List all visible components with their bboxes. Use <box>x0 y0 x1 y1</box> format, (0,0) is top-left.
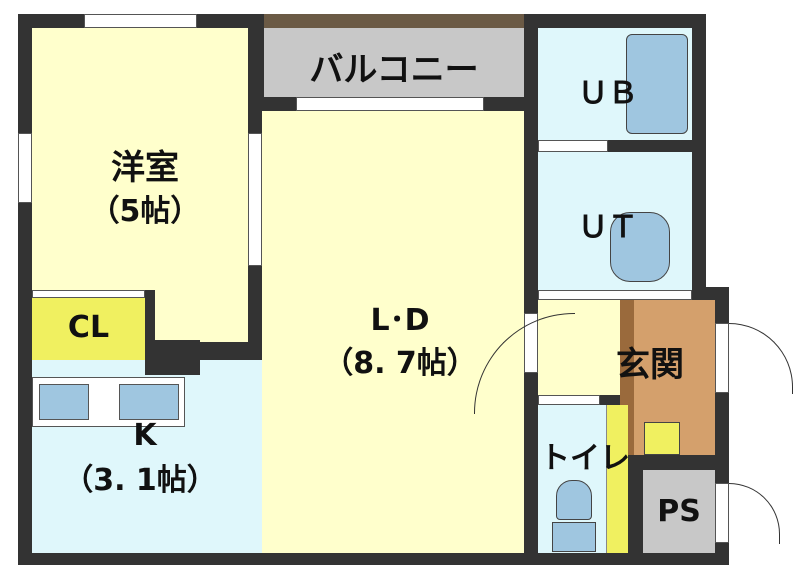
toilet-cabinet <box>606 405 628 553</box>
balcony-window[interactable] <box>296 97 484 111</box>
pipe-space-label: PS <box>657 494 701 529</box>
kitchen-size: （3. 1帖） <box>63 463 217 498</box>
unit-bath-label: ＵＢ <box>578 76 638 111</box>
kitchen-counter <box>32 377 185 427</box>
western-room-label: 洋室 <box>111 148 179 188</box>
entrance-label: 玄関 <box>616 345 684 385</box>
sink-icon <box>119 384 179 420</box>
living-dining-size: （8. 7帖） <box>323 346 477 381</box>
living-dining-label: L･D <box>370 303 430 338</box>
window <box>84 14 197 28</box>
ps-door-swing <box>729 483 780 544</box>
western-room-lower <box>155 280 248 342</box>
closet-door[interactable] <box>32 290 145 298</box>
unit-bath: ＵＢ <box>538 28 692 140</box>
bathtub-icon <box>626 34 688 134</box>
balcony-railing <box>264 14 524 28</box>
balcony: バルコニー <box>264 28 524 97</box>
pipe-space: PS <box>643 470 715 553</box>
bath-door[interactable] <box>538 140 608 152</box>
toilet <box>538 405 628 553</box>
shoe-box <box>644 422 680 455</box>
wall-pillar <box>145 340 200 375</box>
kitchen-label: K <box>133 418 157 453</box>
closet-label: CL <box>67 310 110 345</box>
utility-door[interactable] <box>538 290 692 300</box>
front-door-swing <box>729 323 793 394</box>
closet: CL <box>32 298 145 360</box>
toilet-label: トイレ <box>540 441 630 476</box>
living-dining <box>262 111 524 553</box>
front-door[interactable] <box>715 323 729 393</box>
sliding-door[interactable] <box>248 133 262 266</box>
window <box>18 133 32 203</box>
utility-label: ＵＴ <box>578 210 638 245</box>
toilet-tank-icon <box>552 522 596 552</box>
stove-icon <box>39 384 89 420</box>
western-room <box>32 28 248 290</box>
western-room-size: （5帖） <box>89 194 201 229</box>
balcony-label: バルコニー <box>309 50 479 90</box>
washbasin-icon <box>610 212 670 282</box>
toilet-door[interactable] <box>538 395 600 405</box>
ps-door[interactable] <box>715 483 729 543</box>
toilet-icon <box>556 480 592 520</box>
utility-room: ＵＴ <box>538 152 692 290</box>
